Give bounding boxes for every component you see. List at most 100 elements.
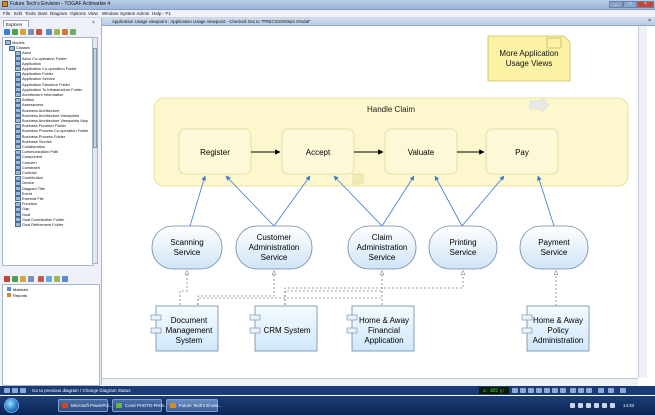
refresh-icon[interactable] [28,29,34,35]
tree-node-reports[interactable]: Reports [7,293,27,299]
tree-node[interactable]: Application Folder [15,71,53,77]
first-page-icon[interactable] [536,388,542,393]
process-pay[interactable]: Pay [485,128,559,175]
tree-node[interactable]: Classes [9,45,30,51]
settings-icon[interactable] [620,388,626,393]
menu-file[interactable]: File [3,11,11,16]
tree-node[interactable]: Business Architecture Viewpoints [15,113,79,119]
add-icon[interactable] [46,276,52,282]
realization-connectors[interactable] [179,271,556,334]
used-by-arrow[interactable] [225,175,275,227]
back-icon[interactable] [4,29,10,35]
tree-node[interactable]: Actor Co-operation Folder [15,56,67,62]
play-icon[interactable] [12,276,18,282]
tree-node[interactable]: Application [15,61,41,67]
resize-grip-icon[interactable] [352,173,364,185]
nav-forward-icon[interactable] [12,388,18,393]
tree-node[interactable]: Application Service [15,76,55,82]
forward-icon[interactable] [12,29,18,35]
grid-icon[interactable] [28,276,34,282]
network-icon[interactable] [570,403,575,408]
settings-icon[interactable] [62,276,68,282]
updates-icon[interactable] [594,403,599,408]
tree-node[interactable]: Goal Contribution Folder [15,217,64,223]
prev-page-icon[interactable] [544,388,550,393]
document-close-icon[interactable]: × [648,18,651,24]
start-button[interactable] [4,398,19,413]
menu-tools[interactable]: Tools [25,11,36,16]
sync-icon[interactable] [70,29,76,35]
tree-node[interactable]: Business Function Folder [15,123,66,129]
last-page-icon[interactable] [560,388,566,393]
grid-toggle-icon[interactable] [570,388,576,393]
power-icon[interactable] [602,403,607,408]
used-by-arrow[interactable] [461,175,505,227]
menu-diagram[interactable]: Diagram [50,11,68,16]
taskbar-corel-photo-paint[interactable]: Corel PHOTO-PAIN... [112,399,167,412]
export-icon[interactable] [608,388,614,393]
tree-node[interactable]: Concern [15,160,37,166]
tree-node[interactable]: External File [15,196,44,202]
tree-node[interactable]: Contribution [15,175,43,181]
nav-back-icon[interactable] [4,388,10,393]
new-diagram-icon[interactable] [46,29,52,35]
volume-icon[interactable] [578,403,583,408]
next-page-icon[interactable] [552,388,558,393]
fit-icon[interactable] [528,388,534,393]
tree-node[interactable]: Models [5,40,25,46]
taskbar-envision[interactable]: Future Tech's Envisi... [166,399,222,412]
menu-options[interactable]: Options [70,11,86,16]
tree-node[interactable]: Contract [15,170,37,176]
security-icon[interactable] [586,403,591,408]
tree-node[interactable]: Actor [15,50,31,56]
explorer-scrollbar[interactable] [92,37,98,264]
tree-node[interactable]: Application Structure Folder [15,82,70,88]
tree-node[interactable]: Goal [15,212,30,218]
tree-node[interactable]: Business Architecture [15,108,59,114]
menu-bars[interactable]: Bars [38,11,48,16]
used-by-arrow[interactable] [537,175,555,227]
menu-view[interactable]: View [88,11,98,16]
tree-node[interactable]: Application Co-operation Folder [15,66,77,72]
properties-icon[interactable] [62,29,68,35]
new-folder-icon[interactable] [54,29,60,35]
used-by-arrow[interactable] [273,175,311,227]
tree-node[interactable]: Business Architecture Viewpoints Map [15,118,88,124]
zoom-out-icon[interactable] [520,388,526,393]
language-icon[interactable] [610,403,615,408]
delete-icon[interactable] [36,29,42,35]
used-by-arrow[interactable] [381,175,415,227]
remove-icon[interactable] [38,276,44,282]
taskbar-powerpoint[interactable]: Microsoft PowerPoi... [58,399,112,412]
minimize-button[interactable]: _ [609,1,623,8]
tree-node[interactable]: Constraint [15,165,40,171]
layer-icon[interactable] [586,388,592,393]
tree-node[interactable]: Goal Refinement Folder [15,222,63,228]
tree-node[interactable]: Event [15,191,32,197]
zoom-in-icon[interactable] [512,388,518,393]
tree-node[interactable]: Artifact [15,97,34,103]
process-valuate[interactable]: Valuate [384,128,458,175]
maximize-button[interactable]: □ [623,1,637,8]
explorer-tab[interactable]: Explorer [3,20,29,27]
canvas-horizontal-scrollbar[interactable] [102,378,638,386]
tree-node[interactable]: Application To Infrastructure Folder [15,87,82,93]
tree-node[interactable]: Business Process Co-operation Folder [15,128,89,134]
close-button[interactable]: × [637,1,654,8]
used-by-arrow[interactable] [434,175,463,227]
used-by-arrow[interactable] [333,175,383,227]
tree-node[interactable]: Assessment [15,102,43,108]
up-folder-icon[interactable] [20,29,26,35]
tree-node[interactable]: Business Service [15,139,52,145]
tree-node[interactable]: Gap [15,206,29,212]
snap-icon[interactable] [578,388,584,393]
explorer-close-icon[interactable]: × [92,20,95,26]
used-by-arrow[interactable] [189,175,207,227]
